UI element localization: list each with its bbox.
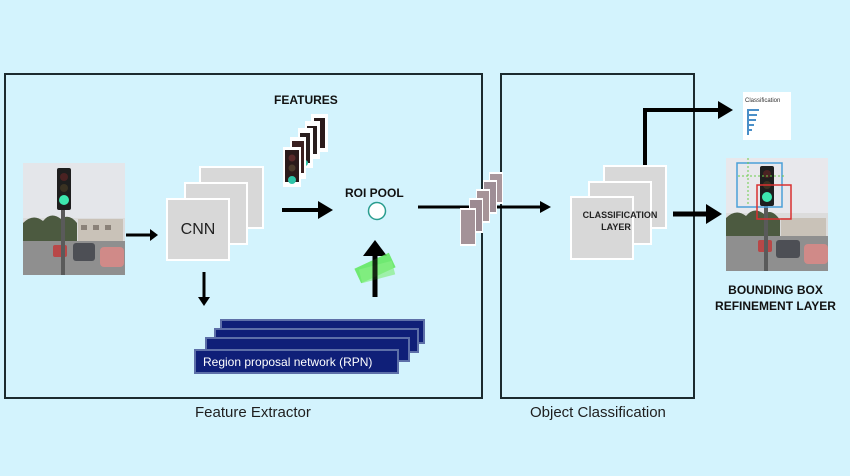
input-image: [23, 163, 125, 275]
cnn-label: CNN: [180, 220, 216, 238]
bbox-output-image: [726, 158, 828, 271]
roi-pool-label: ROI POOL: [345, 186, 404, 200]
traffic-scene-bbox-image: [726, 158, 828, 271]
classification-bar-chart-icon: [747, 109, 759, 135]
classification-layer-label: CLASSIFICATION LAYER: [572, 209, 668, 233]
classification-layer-front: [570, 196, 634, 260]
classification-layer-label-line1: CLASSIFICATION: [582, 210, 658, 220]
object-classification-caption: Object Classification: [530, 404, 666, 421]
classification-output-label: Classification: [745, 98, 781, 104]
traffic-scene-image: [23, 163, 125, 275]
bbox-refined-red: [756, 184, 792, 220]
bbox-refinement-label-line2: REFINEMENT LAYER: [715, 299, 836, 313]
object-classification-frame: [500, 73, 695, 399]
feature-extractor-frame: [4, 73, 483, 399]
classification-output-card: Classification: [743, 92, 791, 140]
bbox-refinement-label: BOUNDING BOX REFINEMENT LAYER: [708, 282, 843, 314]
features-label: FEATURES: [274, 93, 338, 107]
cnn-layer-front: CNN: [166, 198, 230, 261]
feature-extractor-caption: Feature Extractor: [195, 404, 311, 421]
rpn-label: Region proposal network (RPN): [203, 354, 373, 369]
classification-layer-label-line2: LAYER: [601, 222, 631, 232]
rpn-layer-front: Region proposal network (RPN): [194, 349, 399, 374]
bbox-refinement-label-line1: BOUNDING BOX: [728, 283, 823, 297]
